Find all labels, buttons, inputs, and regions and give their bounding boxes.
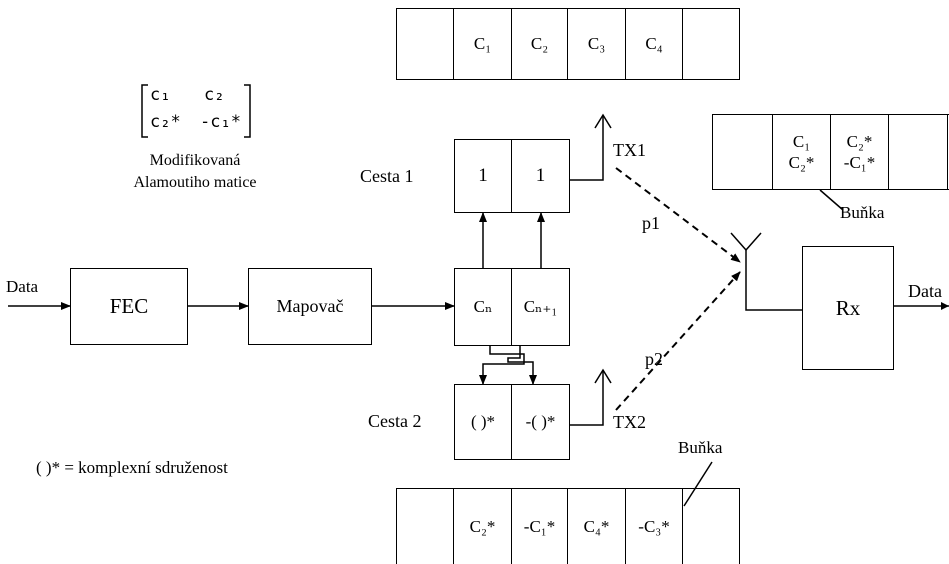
alamouti-matrix: c₁ c₂ c₂* -c₁* <box>138 82 254 140</box>
matrix-brackets <box>141 84 251 138</box>
matrix-caption-line1: Modifikovaná <box>149 152 241 169</box>
input-data-label: Data <box>6 277 39 296</box>
tx2-label: TX2 <box>613 412 646 432</box>
leader-tx2-cell <box>683 461 713 507</box>
rx-cell-label: Buňka <box>840 203 885 222</box>
tx2-cell-label: Buňka <box>678 438 723 457</box>
sequence-cell: C₄ <box>626 9 683 79</box>
path2-label: Cesta 2 <box>368 411 422 431</box>
sequence-cell: C₂* <box>454 489 512 564</box>
path1-cell-left: 1 <box>454 139 512 213</box>
pair-cell-cn1: Cₙ₊₁ <box>511 268 570 346</box>
fec-block: FEC <box>70 268 188 345</box>
path1-label: Cesta 1 <box>360 166 414 186</box>
tx1-antenna <box>570 116 604 181</box>
sequence-cell <box>683 489 739 564</box>
rx-buffer-cell: C₂*-C₁* <box>831 115 889 189</box>
leader-rx-cell <box>819 189 844 211</box>
rx-antenna <box>745 250 802 311</box>
top-sequence-row: C₁ C₂ C₃ C₄ <box>396 8 740 80</box>
matrix-r1c2: c₂ <box>204 85 225 105</box>
matrix-r2c2: -c₁* <box>200 112 241 132</box>
sequence-cell <box>683 9 739 79</box>
sequence-cell: C₃ <box>568 9 626 79</box>
pair-cell-cn: Cₙ <box>454 268 512 346</box>
matrix-r1c1: c₁ <box>150 85 171 105</box>
matrix-caption-line2: Alamoutiho matice <box>133 173 257 191</box>
matrix-caption: Modifikovaná Alamoutiho matice <box>100 150 290 193</box>
sequence-cell: -C₃* <box>626 489 683 564</box>
matrix-r2c1: c₂* <box>150 112 181 132</box>
sequence-cell <box>397 489 454 564</box>
link-p2-label: p2 <box>645 349 663 369</box>
path2-cell-left: ( )* <box>454 384 512 460</box>
path1-cell-right: 1 <box>511 139 570 213</box>
link-p1-label: p1 <box>642 213 660 233</box>
rx-buffer-cell <box>713 115 773 189</box>
sequence-cell: C₂ <box>512 9 568 79</box>
rx-block: Rx <box>802 246 894 370</box>
cross-line-a <box>479 346 525 385</box>
conjugate-note: ( )* = komplexní sdruženost <box>36 458 228 477</box>
sequence-cell: C₁ <box>454 9 512 79</box>
sequence-cell: C₄* <box>568 489 626 564</box>
tx2-antenna <box>570 370 604 426</box>
path2-cell-right: -( )* <box>511 384 570 460</box>
cross-line-b <box>507 346 537 385</box>
link-p2 <box>615 271 741 411</box>
rx-buffer-cell <box>889 115 948 189</box>
link-p1 <box>615 167 741 263</box>
mapper-block: Mapovač <box>248 268 372 345</box>
tx1-label: TX1 <box>613 140 646 160</box>
bottom-sequence-row: C₂* -C₁* C₄* -C₃* <box>396 488 740 564</box>
sequence-cell <box>397 9 454 79</box>
output-data-label: Data <box>908 281 942 301</box>
sequence-cell: -C₁* <box>512 489 568 564</box>
